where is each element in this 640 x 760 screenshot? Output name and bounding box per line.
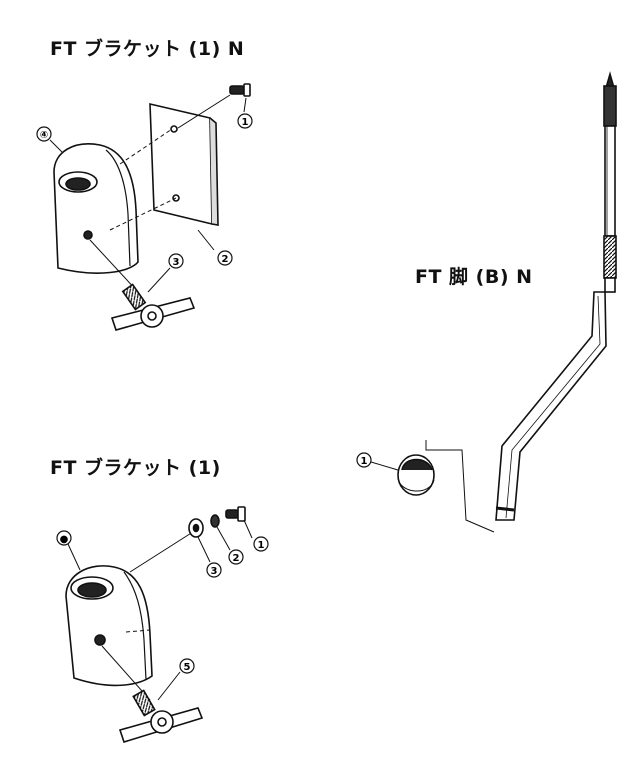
callout-2-label: 2 <box>222 254 229 265</box>
leg-assembly <box>397 71 617 533</box>
leg-cap <box>397 454 435 496</box>
callout-bullet-label: ● <box>60 534 69 545</box>
callout-4: ④ <box>36 126 63 153</box>
callouts-leg: 1 <box>356 452 399 471</box>
title-bracket: FT ブラケット (1) <box>50 457 221 479</box>
callout-leg-1: 1 <box>356 452 399 471</box>
screw-1-bottom <box>225 506 246 522</box>
leg-rod-top <box>603 85 617 127</box>
screw-1 <box>229 83 251 97</box>
callout-bullet: ● <box>56 530 81 571</box>
callout-1b-label: 1 <box>258 540 265 551</box>
callout-1-label: 1 <box>242 117 249 128</box>
callout-1: 1 <box>237 97 253 129</box>
knob-5 <box>101 645 204 743</box>
title-bracket-n: FT ブラケット (1) N <box>50 38 245 60</box>
callout-5: 5 <box>157 658 195 701</box>
bracket-body <box>53 143 139 274</box>
bracket-assembly <box>65 506 246 743</box>
knob-3 <box>89 239 196 331</box>
washer-3 <box>188 518 204 538</box>
callout-leg-1-label: 1 <box>361 456 368 467</box>
leg-tube <box>495 291 607 521</box>
title-leg: FT 脚 (B) N <box>415 266 533 288</box>
callouts-top: ④ 1 2 3 <box>36 97 253 293</box>
callout-2b-label: 2 <box>233 553 240 564</box>
callout-3b: 3 <box>197 536 222 578</box>
bracket-n-assembly <box>53 83 251 331</box>
callouts-bottom: ● 1 2 3 5 <box>56 519 269 701</box>
callout-5-label: 5 <box>184 662 191 673</box>
callout-3: 3 <box>147 253 184 293</box>
callout-3-label: 3 <box>173 257 180 268</box>
callout-2: 2 <box>217 250 233 266</box>
lock-washer-2 <box>210 514 220 528</box>
callout-3b-label: 3 <box>211 566 218 577</box>
callout-2b: 2 <box>216 526 244 565</box>
callout-4-label: ④ <box>40 130 48 141</box>
mounting-plate <box>149 102 213 226</box>
callout-1b: 1 <box>243 519 269 552</box>
